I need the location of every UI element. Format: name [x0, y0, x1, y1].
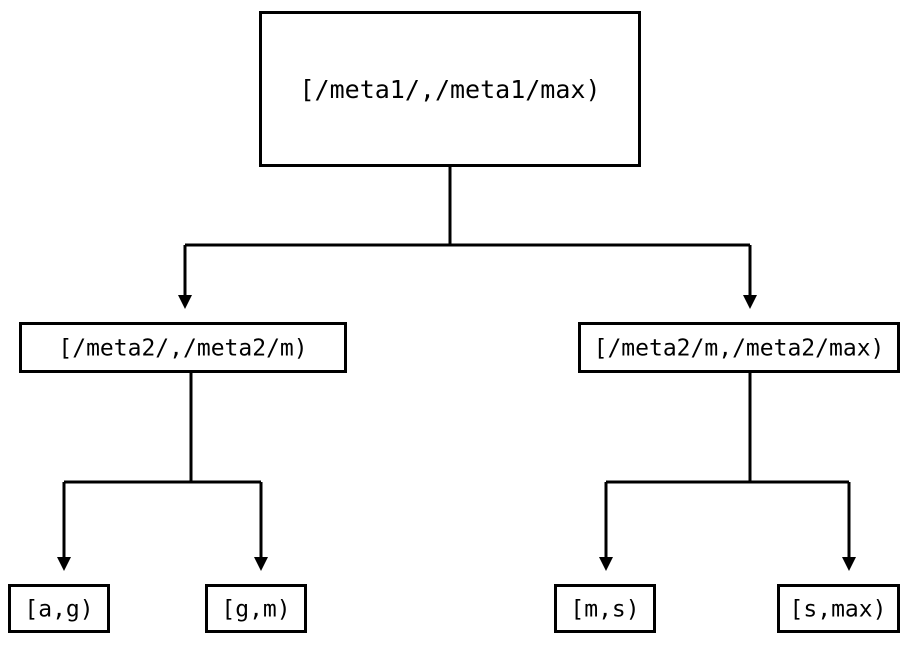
node-leaf-g-m-box[interactable] — [205, 584, 307, 633]
node-mid-left[interactable]: [/meta2/,/meta2/m) — [19, 322, 347, 373]
node-mid-right-label: [/meta2/m,/meta2/max) — [594, 336, 885, 362]
node-leaf-a-g-box[interactable] — [8, 584, 110, 633]
node-root-box[interactable] — [259, 11, 641, 167]
node-leaf-m-s-box[interactable] — [554, 584, 656, 633]
node-leaf-a-g[interactable]: [a,g) — [8, 584, 110, 633]
node-mid-right-box[interactable] — [578, 322, 900, 373]
edge-group-root-to-mid — [178, 167, 757, 309]
arrowhead-leaf-m-s — [599, 557, 613, 571]
node-mid-left-box[interactable] — [19, 322, 347, 373]
node-leaf-m-s-label: [m,s) — [570, 597, 639, 623]
arrowhead-mid-right — [743, 295, 757, 309]
arrowhead-leaf-g-m — [254, 557, 268, 571]
node-root[interactable]: [/meta1/,/meta1/max) — [259, 11, 641, 167]
arrowhead-leaf-s-max — [842, 557, 856, 571]
node-leaf-g-m[interactable]: [g,m) — [205, 584, 307, 633]
edge-group-midleft-to-leaves — [57, 373, 268, 571]
node-leaf-a-g-label: [a,g) — [24, 597, 93, 623]
node-leaf-m-s[interactable]: [m,s) — [554, 584, 656, 633]
node-leaf-g-m-label: [g,m) — [221, 597, 290, 623]
node-mid-left-label: [/meta2/,/meta2/m) — [58, 336, 307, 362]
arrowhead-mid-left — [178, 295, 192, 309]
node-leaf-s-max-box[interactable] — [777, 584, 900, 633]
edge-group-midright-to-leaves — [599, 373, 856, 571]
node-mid-right[interactable]: [/meta2/m,/meta2/max) — [578, 322, 900, 373]
node-leaf-s-max-label: [s,max) — [790, 597, 887, 623]
node-leaf-s-max[interactable]: [s,max) — [777, 584, 900, 633]
node-root-label: [/meta1/,/meta1/max) — [299, 75, 600, 104]
arrowhead-leaf-a-g — [57, 557, 71, 571]
